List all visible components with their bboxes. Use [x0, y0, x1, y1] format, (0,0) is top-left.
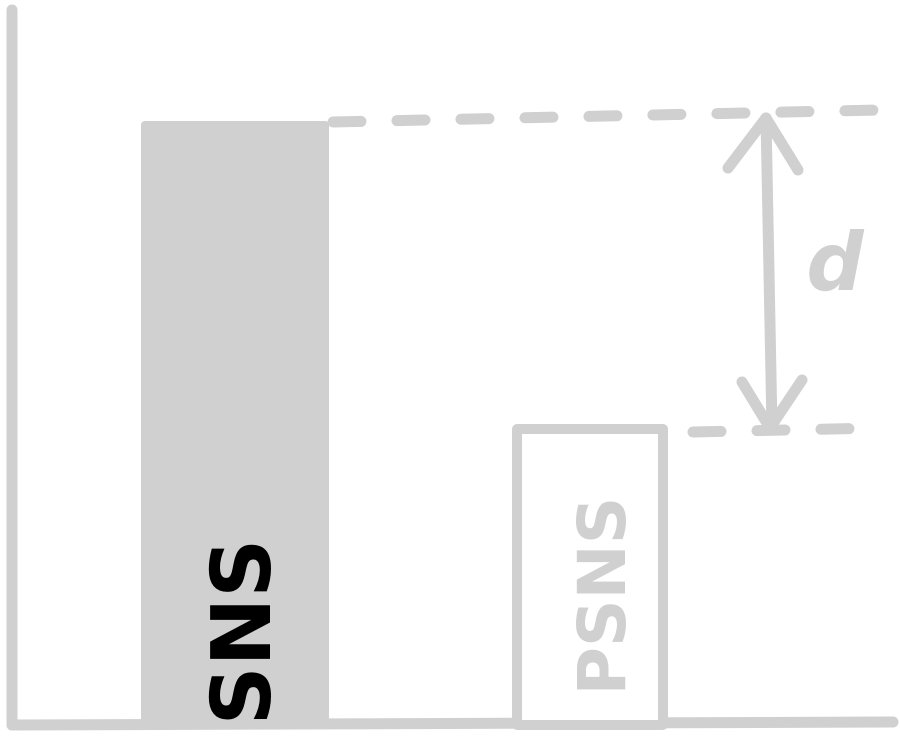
difference-label: d — [806, 216, 864, 309]
bottom-dashed-line — [687, 422, 886, 438]
sns-bar — [141, 121, 329, 729]
psns-bar — [512, 424, 668, 730]
top-dashed-line — [327, 104, 886, 128]
psns-bar-label: PSNS — [564, 497, 641, 696]
sns-bar-label: SNS — [195, 539, 290, 726]
double-arrow-icon — [722, 112, 808, 434]
